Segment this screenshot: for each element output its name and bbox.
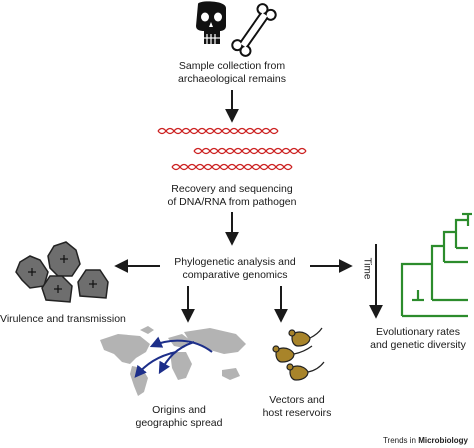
vectors-line-1: Vectors and [269, 394, 325, 406]
label-sample-collection: Sample collection from archaeological re… [162, 60, 302, 86]
evolution-line-1: Evolutionary rates [375, 326, 461, 338]
journal-credit: Trends in Microbiology [383, 436, 468, 445]
pathogen-cells-icon [15, 241, 109, 303]
label-evolution: Evolutionary rates and genetic diversity [362, 326, 474, 352]
sample-line-1: Sample collection from [178, 60, 286, 72]
phylogenetic-tree-icon [400, 212, 472, 318]
skull-icon [196, 1, 226, 45]
virulence-text: Virulence and transmission [0, 313, 126, 325]
evolution-line-2: and genetic diversity [370, 339, 466, 351]
origins-line-1: Origins and [152, 404, 206, 416]
label-virulence: Virulence and transmission [0, 313, 126, 326]
dna-strands-icon [157, 127, 307, 171]
label-phylogenetic-analysis: Phylogenetic analysis and comparative ge… [160, 256, 310, 282]
rodents-icon [272, 327, 325, 381]
bone-icon [231, 3, 277, 57]
journal-prefix: Trends in [382, 436, 419, 445]
origins-line-2: geographic spread [135, 417, 223, 429]
recovery-line-1: Recovery and sequencing [171, 183, 293, 195]
phylo-line-2: comparative genomics [182, 269, 288, 281]
label-time-axis: Time [361, 254, 374, 284]
time-text: Time [361, 257, 373, 280]
label-vectors: Vectors and host reservoirs [252, 394, 342, 420]
phylo-line-1: Phylogenetic analysis and [174, 256, 296, 268]
sample-line-2: archaeological remains [178, 73, 286, 85]
label-origins: Origins and geographic spread [124, 404, 234, 430]
world-map-icon [100, 326, 246, 396]
recovery-line-2: of DNA/RNA from pathogen [167, 196, 297, 208]
vectors-line-2: host reservoirs [262, 407, 332, 419]
journal-name: Microbiology [418, 436, 468, 445]
label-recovery-sequencing: Recovery and sequencing of DNA/RNA from … [152, 183, 312, 209]
